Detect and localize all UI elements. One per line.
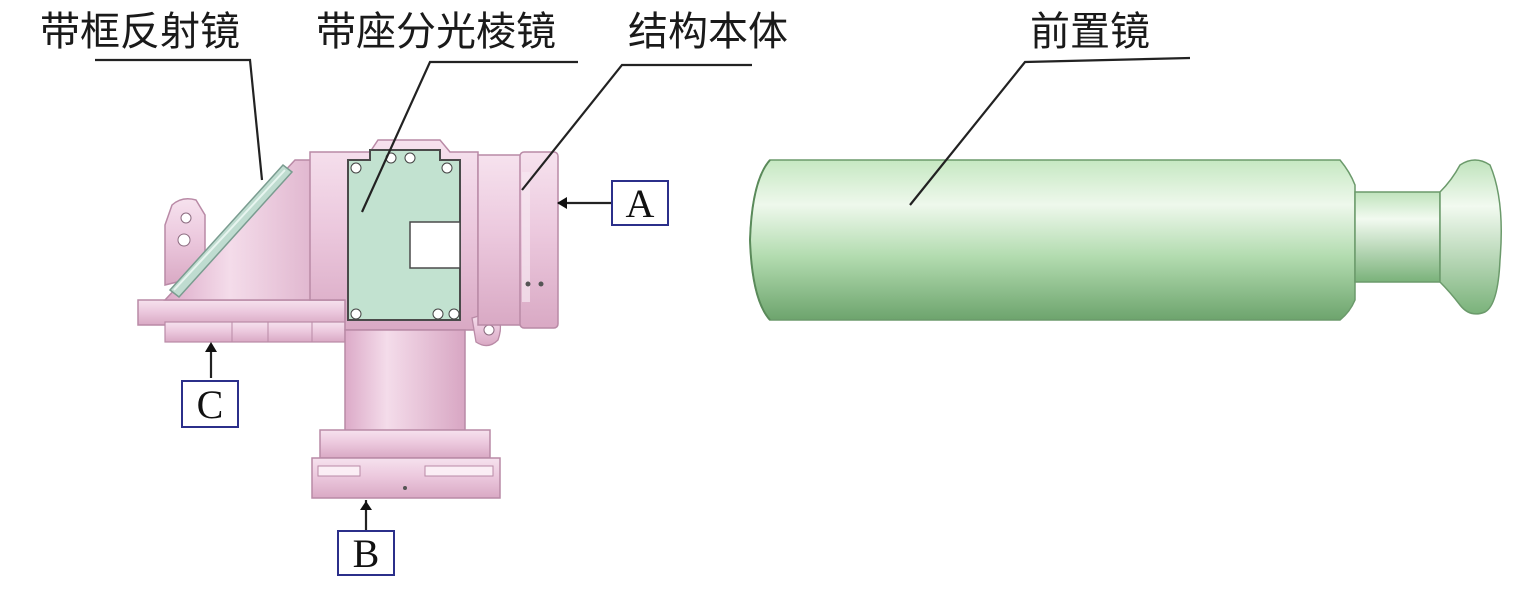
framed-mirror	[168, 163, 294, 299]
leader-seated-prism	[360, 60, 578, 213]
bottom-lip-c	[164, 321, 346, 343]
leader-lines	[95, 56, 1191, 530]
label-structure-body: 结构本体	[628, 9, 788, 55]
front-lens	[748, 159, 1502, 321]
prism-window	[409, 221, 461, 269]
base-flange	[137, 299, 351, 326]
port-c-box: C	[181, 380, 239, 428]
lens-neck	[1354, 191, 1441, 283]
lower-flange	[319, 429, 491, 459]
ear-hole	[180, 212, 192, 224]
ear-hole	[177, 233, 191, 247]
seated-prism	[347, 149, 461, 321]
port-b-box: B	[337, 530, 395, 576]
prism-plate	[347, 149, 461, 321]
lower-ring	[311, 457, 501, 499]
port-markers	[205, 197, 567, 510]
marker-c	[205, 342, 217, 352]
right-barrel	[477, 154, 524, 326]
lens-cap	[1439, 159, 1502, 315]
label-framed-mirror: 带框反射镜	[40, 9, 240, 55]
marker-a	[557, 197, 567, 209]
marker-b	[360, 501, 372, 510]
leader-structure-body	[521, 63, 752, 191]
leader-framed-mirror	[95, 58, 264, 181]
lens-main-body	[749, 159, 1356, 321]
lower-barrel	[344, 329, 466, 434]
label-front-lens: 前置镜	[1030, 9, 1150, 55]
label-seated-prism: 带座分光棱镜	[316, 9, 556, 55]
leader-front-lens	[909, 56, 1191, 206]
port-a-box: A	[611, 180, 669, 226]
